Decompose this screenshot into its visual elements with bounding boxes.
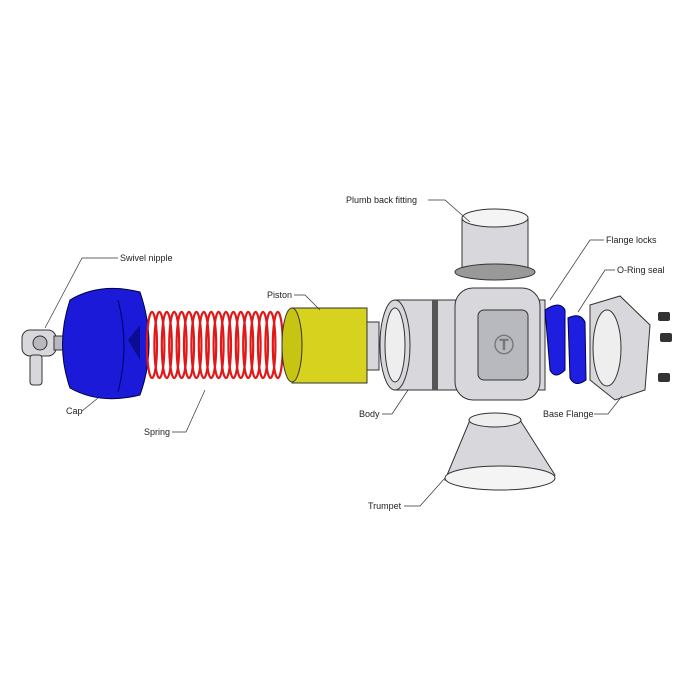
label-body: Body bbox=[359, 409, 380, 419]
piston-part bbox=[281, 307, 380, 384]
spring-part bbox=[145, 310, 284, 380]
leader-plumb-back-fitting bbox=[428, 199, 471, 223]
cap-part bbox=[62, 287, 150, 400]
spring-coil bbox=[264, 310, 277, 380]
leader-piston bbox=[294, 294, 321, 311]
body-part: Ⓣ bbox=[379, 287, 546, 401]
label-swivel-nipple: Swivel nipple bbox=[120, 253, 173, 263]
leader-trumpet bbox=[404, 477, 446, 507]
spring-coil bbox=[234, 310, 247, 380]
label-spring: Spring bbox=[144, 427, 170, 437]
label-o-ring-seal: O-Ring seal bbox=[617, 265, 665, 275]
spring-coil bbox=[182, 310, 196, 380]
logo-mark: Ⓣ bbox=[494, 333, 514, 357]
spring-coil bbox=[227, 310, 240, 380]
spring-coil bbox=[249, 310, 262, 380]
spring-coil bbox=[145, 310, 159, 380]
label-flange-locks: Flange locks bbox=[606, 235, 657, 245]
spring-coil bbox=[212, 310, 225, 380]
label-cap: Cap bbox=[66, 406, 83, 416]
flange-locks-part bbox=[544, 304, 587, 384]
leader-o-ring-seal bbox=[577, 269, 615, 313]
leader-body bbox=[382, 389, 409, 415]
spring-coil bbox=[242, 310, 255, 380]
spring-coil bbox=[219, 310, 233, 380]
leader-flange-locks bbox=[549, 239, 604, 301]
swivel-nipple-part bbox=[21, 329, 69, 386]
spring-coil bbox=[175, 310, 188, 380]
spring-coil bbox=[168, 310, 181, 380]
leader-spring bbox=[172, 389, 206, 433]
label-plumb-back-fitting: Plumb back fitting bbox=[346, 195, 417, 205]
base-flange-part bbox=[589, 295, 672, 401]
label-trumpet: Trumpet bbox=[368, 501, 402, 511]
leader-cap bbox=[81, 397, 99, 412]
leader-base-flange bbox=[594, 395, 623, 415]
spring-coil bbox=[160, 310, 173, 380]
spring-coil bbox=[205, 310, 218, 380]
spring-coil bbox=[197, 310, 210, 380]
spring-coil bbox=[153, 310, 166, 380]
trumpet-part bbox=[444, 412, 556, 491]
spring-coil bbox=[256, 310, 270, 380]
label-base-flange: Base Flange bbox=[543, 409, 594, 419]
spring-coil bbox=[190, 310, 203, 380]
plumb-back-fitting-part bbox=[454, 208, 536, 281]
leader-swivel-nipple bbox=[44, 257, 118, 329]
label-piston: Piston bbox=[267, 290, 292, 300]
